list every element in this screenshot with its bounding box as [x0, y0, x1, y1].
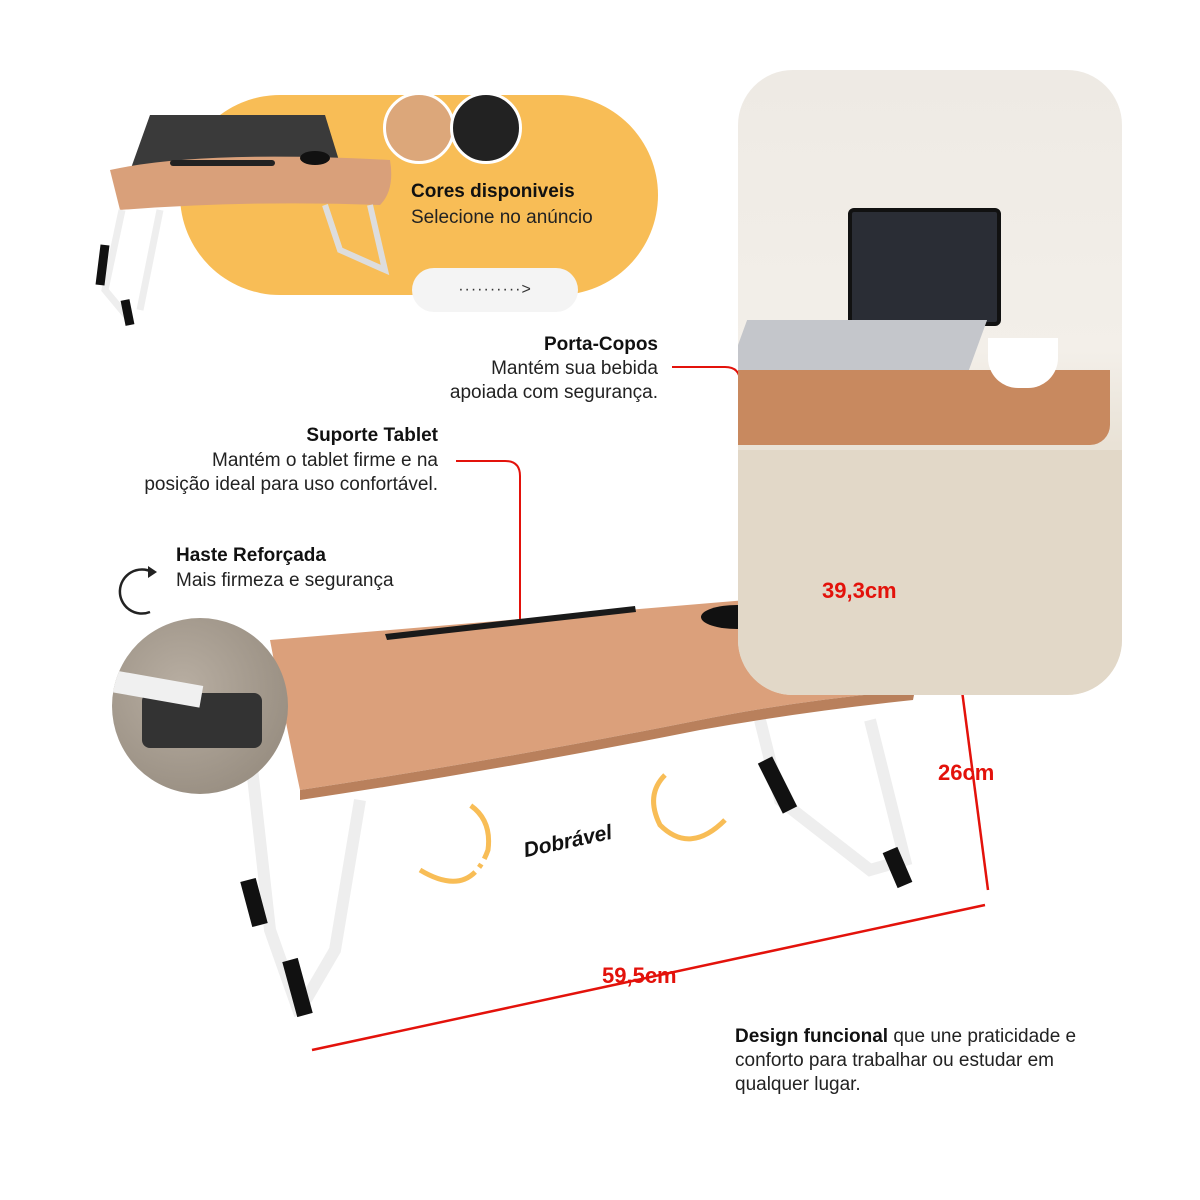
- depth-dimension: 39,3cm: [822, 578, 897, 603]
- tablet-line2: posição ideal para uso confortável.: [144, 474, 438, 495]
- cup-holder-callout-line: [672, 366, 741, 612]
- rod-line1: Mais firmeza e segurança: [176, 570, 394, 591]
- photo-table-top: [738, 370, 1110, 445]
- blanket: [738, 450, 1122, 695]
- footer-description: Design funcional que une praticidade e c…: [735, 1025, 1115, 1097]
- swatch-wood[interactable]: [383, 92, 455, 164]
- cup-holder-line2: apoiada com segurança.: [449, 382, 658, 403]
- height-dimension: 26cm: [938, 760, 995, 785]
- cup-holder-line1: Mantém sua bebida: [491, 358, 658, 379]
- laptop-screen: [848, 208, 1001, 326]
- rod-title: Haste Reforçada: [176, 545, 326, 566]
- tablet-title: Suporte Tablet: [306, 425, 438, 446]
- swatch-black[interactable]: [450, 92, 522, 164]
- tablet-line1: Mantém o tablet firme e na: [212, 450, 438, 471]
- small-table-image: [95, 115, 392, 326]
- next-arrow-button[interactable]: ··········>: [412, 268, 578, 312]
- hinge-closeup: [112, 618, 288, 794]
- lifestyle-photo: [738, 70, 1122, 695]
- footer-bold: Design funcional: [735, 1026, 889, 1047]
- fold-arrow-right-icon: [651, 773, 727, 842]
- cup-holder-title: Porta-Copos: [544, 334, 658, 355]
- colors-title: Cores disponiveis: [411, 181, 575, 202]
- rotate-icon: [118, 568, 153, 615]
- footer-rest: que une praticidade e conforto para trab…: [735, 1026, 1077, 1095]
- fold-arrow-left-icon: [418, 802, 492, 884]
- tablet-callout-line: [456, 460, 521, 625]
- coffee-cup: [988, 338, 1058, 388]
- width-dimension: 59,5cm: [602, 963, 677, 988]
- laptop-base: [738, 320, 988, 370]
- colors-subtitle: Selecione no anúncio: [411, 207, 593, 228]
